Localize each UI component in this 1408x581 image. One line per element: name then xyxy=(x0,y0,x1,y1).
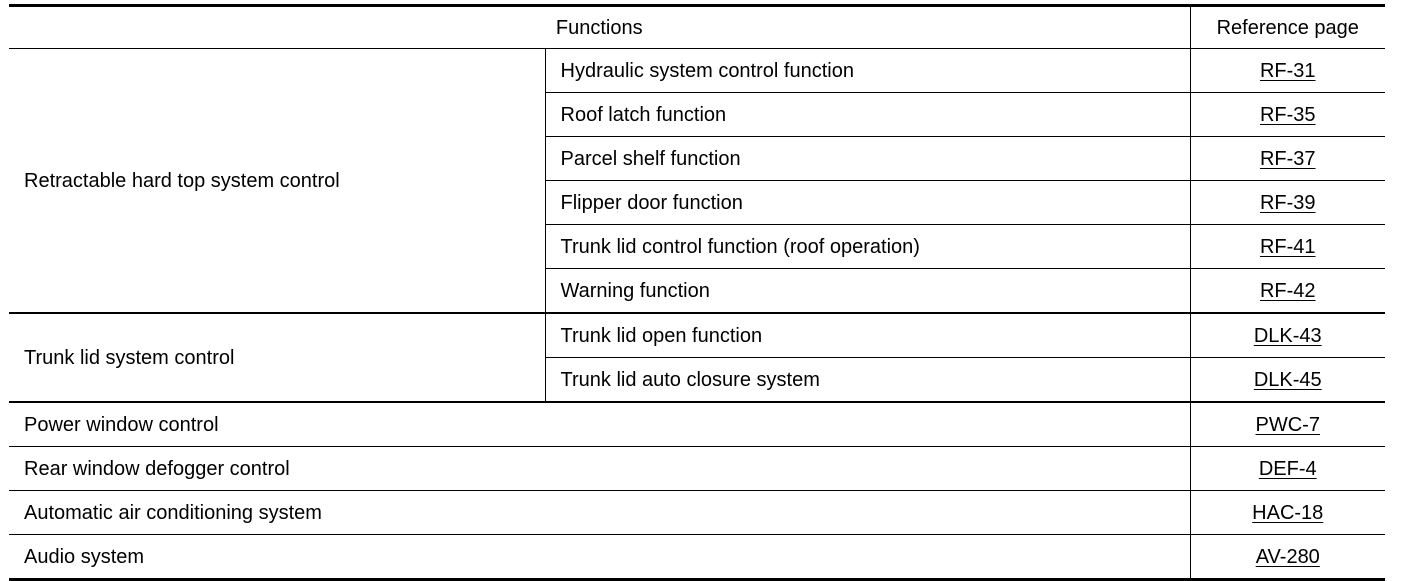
reference-cell: RF-41 xyxy=(1189,224,1385,269)
reference-cell: RF-35 xyxy=(1189,92,1385,137)
reference-link[interactable]: DLK-45 xyxy=(1253,368,1322,391)
function-cell: Flipper door function xyxy=(544,180,1190,225)
table-header-row: Functions Reference page xyxy=(9,4,1385,49)
reference-link[interactable]: DLK-43 xyxy=(1253,324,1322,347)
table-row: Flipper door function RF-39 xyxy=(9,180,1385,225)
reference-link[interactable]: RF-31 xyxy=(1259,59,1316,82)
reference-cell: RF-39 xyxy=(1189,180,1385,225)
reference-link[interactable]: PWC-7 xyxy=(1255,413,1320,436)
function-cell: Parcel shelf function xyxy=(544,136,1190,181)
function-cell: Power window control xyxy=(9,402,1190,447)
reference-link[interactable]: RF-42 xyxy=(1259,279,1316,302)
reference-cell: RF-42 xyxy=(1189,268,1385,314)
reference-link[interactable]: RF-39 xyxy=(1259,191,1316,214)
header-reference-page: Reference page xyxy=(1189,4,1385,49)
table-row: Parcel shelf function RF-37 xyxy=(9,136,1385,181)
function-cell: Audio system xyxy=(9,534,1190,581)
table-row: Trunk lid system control Trunk lid open … xyxy=(9,313,1385,403)
table-row: Audio system AV-280 xyxy=(9,534,1385,581)
table-row: Trunk lid control function (roof operati… xyxy=(9,224,1385,269)
table-row: Roof latch function RF-35 xyxy=(9,92,1385,137)
reference-cell: RF-31 xyxy=(1189,48,1385,93)
table-row: Power window control PWC-7 xyxy=(9,402,1385,447)
reference-cell: HAC-18 xyxy=(1189,490,1385,535)
reference-link[interactable]: AV-280 xyxy=(1255,545,1320,568)
reference-cell: PWC-7 xyxy=(1189,402,1385,447)
table-row: Rear window defogger control DEF-4 xyxy=(9,446,1385,491)
table-row: Retractable hard top system control Hydr… xyxy=(9,48,1385,314)
function-cell: Trunk lid open function xyxy=(544,313,1190,358)
function-cell: Trunk lid control function (roof operati… xyxy=(544,224,1190,269)
reference-link[interactable]: RF-41 xyxy=(1259,235,1316,258)
table-row: Trunk lid auto closure system DLK-45 xyxy=(9,357,1385,403)
header-functions: Functions xyxy=(9,4,1190,49)
group-label-retractable: Retractable hard top system control xyxy=(9,48,545,314)
reference-link[interactable]: RF-37 xyxy=(1259,147,1316,170)
reference-cell: AV-280 xyxy=(1189,534,1385,581)
reference-link[interactable]: HAC-18 xyxy=(1252,501,1324,524)
function-cell: Warning function xyxy=(544,268,1190,314)
table-row: Automatic air conditioning system HAC-18 xyxy=(9,490,1385,535)
reference-cell: RF-37 xyxy=(1189,136,1385,181)
function-cell: Automatic air conditioning system xyxy=(9,490,1190,535)
function-cell: Hydraulic system control function xyxy=(544,48,1190,93)
functions-reference-table: Functions Reference page Retractable har… xyxy=(9,4,1385,581)
reference-cell: DLK-45 xyxy=(1189,357,1385,403)
table-row: Warning function RF-42 xyxy=(9,268,1385,314)
function-cell: Trunk lid auto closure system xyxy=(544,357,1190,403)
group-label-trunk: Trunk lid system control xyxy=(9,313,545,403)
reference-link[interactable]: RF-35 xyxy=(1259,103,1316,126)
reference-link[interactable]: DEF-4 xyxy=(1258,457,1317,480)
reference-cell: DLK-43 xyxy=(1189,313,1385,358)
reference-cell: DEF-4 xyxy=(1189,446,1385,491)
function-cell: Roof latch function xyxy=(544,92,1190,137)
function-cell: Rear window defogger control xyxy=(9,446,1190,491)
